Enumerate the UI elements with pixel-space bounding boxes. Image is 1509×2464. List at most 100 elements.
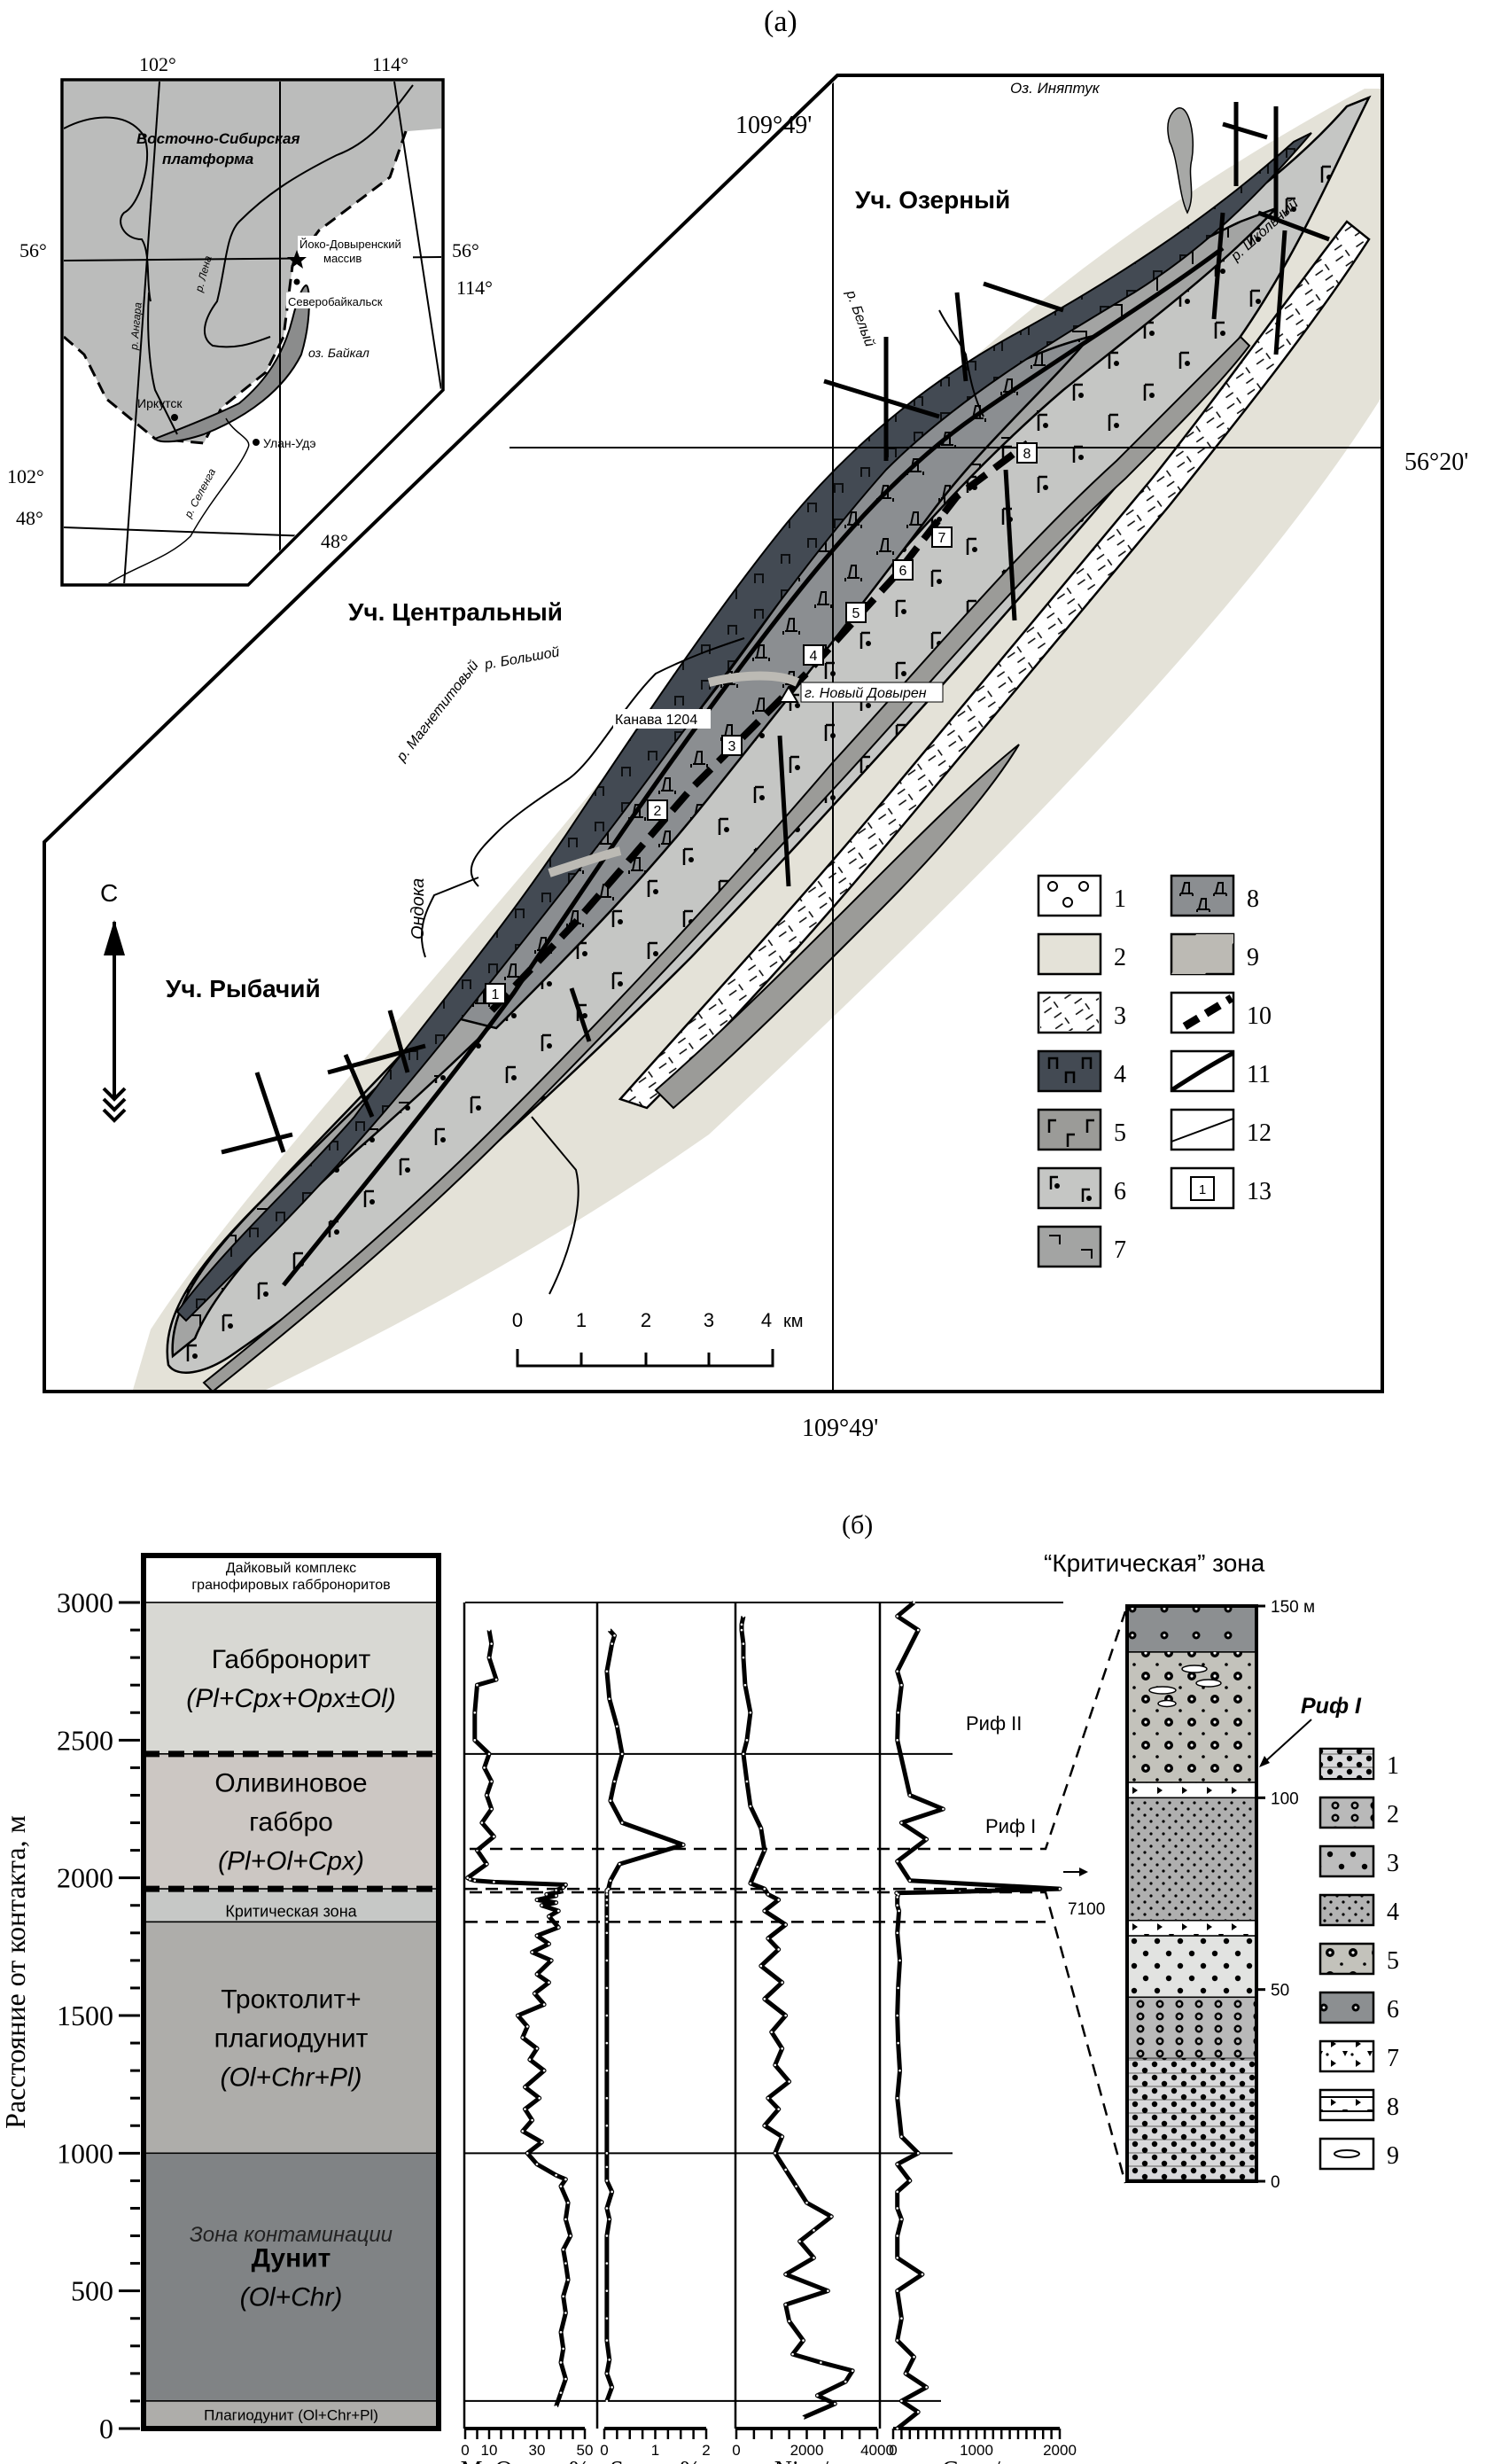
lens [1195, 1679, 1222, 1688]
data-point [781, 2135, 783, 2138]
data-point [827, 2289, 829, 2292]
column-unit-label: Зона контаминации [190, 2223, 393, 2247]
column-unit-label: (Ol+Chr) [240, 2283, 343, 2312]
geochemical-profiles: 0103050MgO, мас.%012S, мас.%020004000Ni,… [461, 0, 1077, 2464]
svg-text:3: 3 [728, 739, 736, 754]
map-legend-number: 8 [1247, 885, 1259, 913]
data-point [605, 2152, 609, 2155]
map-legend-item-10: 10 [1170, 991, 1272, 1034]
inset-map: 102° 114° 56° 56° 114° 102° 48° 48° Вост… [7, 53, 493, 587]
data-point [562, 2248, 564, 2251]
platform-label: Восточно-Сибирская [136, 130, 299, 147]
cz-legend-item-7: 7 [1318, 2039, 1399, 2073]
data-point [569, 2234, 572, 2237]
data-point [813, 2257, 815, 2259]
data-point [609, 1799, 612, 1802]
data-point [851, 2369, 854, 2373]
data-point [535, 1973, 539, 1976]
x-tick-label: 0 [889, 2442, 897, 2459]
data-point [781, 2047, 783, 2050]
data-point [1058, 1887, 1062, 1891]
column-unit-label: плагиодунит [214, 2023, 369, 2053]
data-point [524, 2086, 526, 2089]
inset-lat-48-left: 48° [16, 507, 43, 529]
profile-point-1: 1 [485, 983, 506, 1004]
map-legend-item-8: 8 [1170, 874, 1259, 917]
map-legend-number: 3 [1114, 1002, 1126, 1030]
cz-legend-item-2: 2 [1318, 1796, 1399, 1829]
map-legend-item-2: 2 [1037, 932, 1126, 976]
data-point [605, 2234, 609, 2237]
column-unit-label: (Pl+Cpx+Opx±Ol) [186, 1684, 396, 1713]
river-angara: р. Ангара [128, 301, 144, 351]
data-point [611, 2190, 613, 2194]
data-point [763, 1909, 766, 1913]
data-point [916, 2411, 920, 2413]
x-tick-label: 0 [732, 2442, 740, 2459]
data-point [524, 2108, 526, 2110]
mountain-icon [778, 685, 799, 703]
data-point [896, 1860, 898, 1863]
mountain-label: г. Новый Довырен [805, 686, 927, 701]
inset-lon-102: 102° [139, 53, 176, 75]
svg-text:5: 5 [852, 606, 860, 621]
data-point [487, 1628, 491, 1632]
data-point [605, 2014, 609, 2017]
data-point [608, 2359, 611, 2361]
profile-point-6: 6 [892, 559, 914, 581]
data-point [740, 1628, 743, 1632]
x-tick-label: 10 [481, 2442, 498, 2459]
data-point [756, 1865, 759, 1868]
data-point [908, 1794, 912, 1797]
y-tick-label: 1500 [57, 2000, 113, 2031]
data-point [896, 2257, 898, 2259]
data-point [743, 1683, 747, 1687]
lake-baikal: оз. Байкал [308, 346, 369, 360]
profile-mgo: 0103050MgO, мас.% [461, 1628, 593, 2464]
lon-top-label: 109°49' [735, 112, 812, 139]
column-unit-label: Оливиновое [214, 1768, 367, 1797]
off-scale-value: 7100 [1068, 1900, 1105, 1919]
data-point [896, 1896, 898, 1899]
data-point [564, 2262, 567, 2265]
data-point [611, 2386, 613, 2389]
data-point [535, 2047, 539, 2050]
data-point [766, 1893, 770, 1896]
data-point [798, 2240, 801, 2243]
data-point [742, 1615, 745, 1618]
data-point [487, 1656, 491, 1659]
svg-text:2: 2 [654, 804, 662, 819]
data-point [483, 1766, 486, 1769]
column-unit [143, 1602, 439, 1755]
data-point [564, 2312, 567, 2314]
x-tick-label: 1 [651, 2442, 659, 2459]
column-unit-label: Критическая зона [225, 1902, 357, 1920]
data-point [521, 2036, 525, 2039]
profile-point-8: 8 [1016, 442, 1038, 464]
data-point [493, 1881, 495, 1883]
data-point [564, 1883, 567, 1886]
data-point [742, 1642, 745, 1645]
data-point [541, 2140, 543, 2144]
area-ozerny: Уч. Озерный [855, 186, 1010, 214]
lat-right-label: 56°20' [1404, 448, 1468, 476]
column-unit [143, 1921, 439, 2155]
cz-legend-number: 1 [1387, 1752, 1399, 1780]
cz-layer [1126, 1920, 1257, 1937]
star-icon [287, 250, 307, 269]
data-point [548, 1914, 550, 1918]
data-point [784, 2014, 787, 2017]
data-point [900, 1821, 903, 1824]
data-point [487, 1752, 491, 1756]
data-point [900, 1683, 903, 1687]
data-point [605, 2317, 609, 2320]
column-unit-label: (Ol+Chr+Pl) [220, 2062, 362, 2092]
data-point [562, 2295, 564, 2298]
data-point [896, 1670, 898, 1673]
data-point [605, 2262, 609, 2265]
cz-tick-label: 0 [1271, 2173, 1280, 2192]
inset-lon-102-left: 102° [7, 465, 44, 487]
data-point [802, 2416, 805, 2419]
data-point [609, 1879, 612, 1883]
data-point [763, 1998, 766, 2000]
